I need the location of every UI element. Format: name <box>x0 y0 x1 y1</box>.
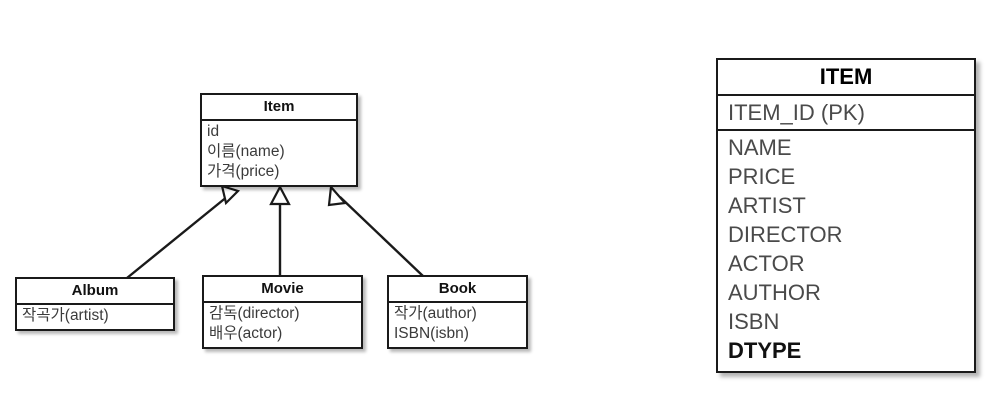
uml-attribute: ISBN(isbn) <box>394 325 469 342</box>
generalization-line-album <box>126 195 229 279</box>
table-column: DIRECTOR <box>728 222 843 247</box>
table-column: PRICE <box>728 164 796 189</box>
uml-class-movie[interactable]: Movie 감독(director) 배우(actor) <box>202 275 363 349</box>
uml-class-book-attributes: 작가(author) ISBN(isbn) <box>389 303 526 347</box>
uml-attribute: 작곡가(artist) <box>22 307 109 324</box>
table-column: ACTOR <box>728 251 805 276</box>
relational-table-item[interactable]: ITEM ITEM_ID (PK) NAME PRICE ARTIST DIRE… <box>716 58 976 373</box>
uml-class-item-title: Item <box>202 95 356 121</box>
uml-attribute: 감독(director) <box>209 305 300 322</box>
table-item-name: ITEM <box>718 60 974 96</box>
uml-attribute: 배우(actor) <box>209 325 283 342</box>
uml-class-item-attributes: id 이름(name) 가격(price) <box>202 121 356 185</box>
generalization-arrowhead-book <box>327 184 348 207</box>
uml-class-movie-attributes: 감독(director) 배우(actor) <box>204 303 361 347</box>
uml-class-album-attributes: 작곡가(artist) <box>17 305 173 329</box>
table-column-dtype: DTYPE <box>728 338 802 363</box>
uml-attribute: 가격(price) <box>207 163 280 180</box>
table-column: AUTHOR <box>728 280 821 305</box>
uml-attribute: id <box>207 123 220 140</box>
uml-class-item[interactable]: Item id 이름(name) 가격(price) <box>200 93 358 187</box>
generalization-arrowhead-movie <box>269 184 291 206</box>
table-column: NAME <box>728 135 792 160</box>
table-column: ARTIST <box>728 193 806 218</box>
uml-attribute: 작가(author) <box>394 305 477 322</box>
table-item-primary-key: ITEM_ID (PK) <box>718 96 974 131</box>
generalization-arrowhead-album <box>220 184 241 206</box>
table-item-columns: NAME PRICE ARTIST DIRECTOR ACTOR AUTHOR … <box>718 131 974 371</box>
uml-class-movie-title: Movie <box>204 277 361 303</box>
uml-class-album[interactable]: Album 작곡가(artist) <box>15 277 175 331</box>
uml-class-book-title: Book <box>389 277 526 303</box>
uml-class-book[interactable]: Book 작가(author) ISBN(isbn) <box>387 275 528 349</box>
uml-class-album-title: Album <box>17 279 173 305</box>
table-column: ISBN <box>728 309 780 334</box>
generalization-line-book <box>339 196 425 278</box>
uml-attribute: 이름(name) <box>207 143 285 160</box>
